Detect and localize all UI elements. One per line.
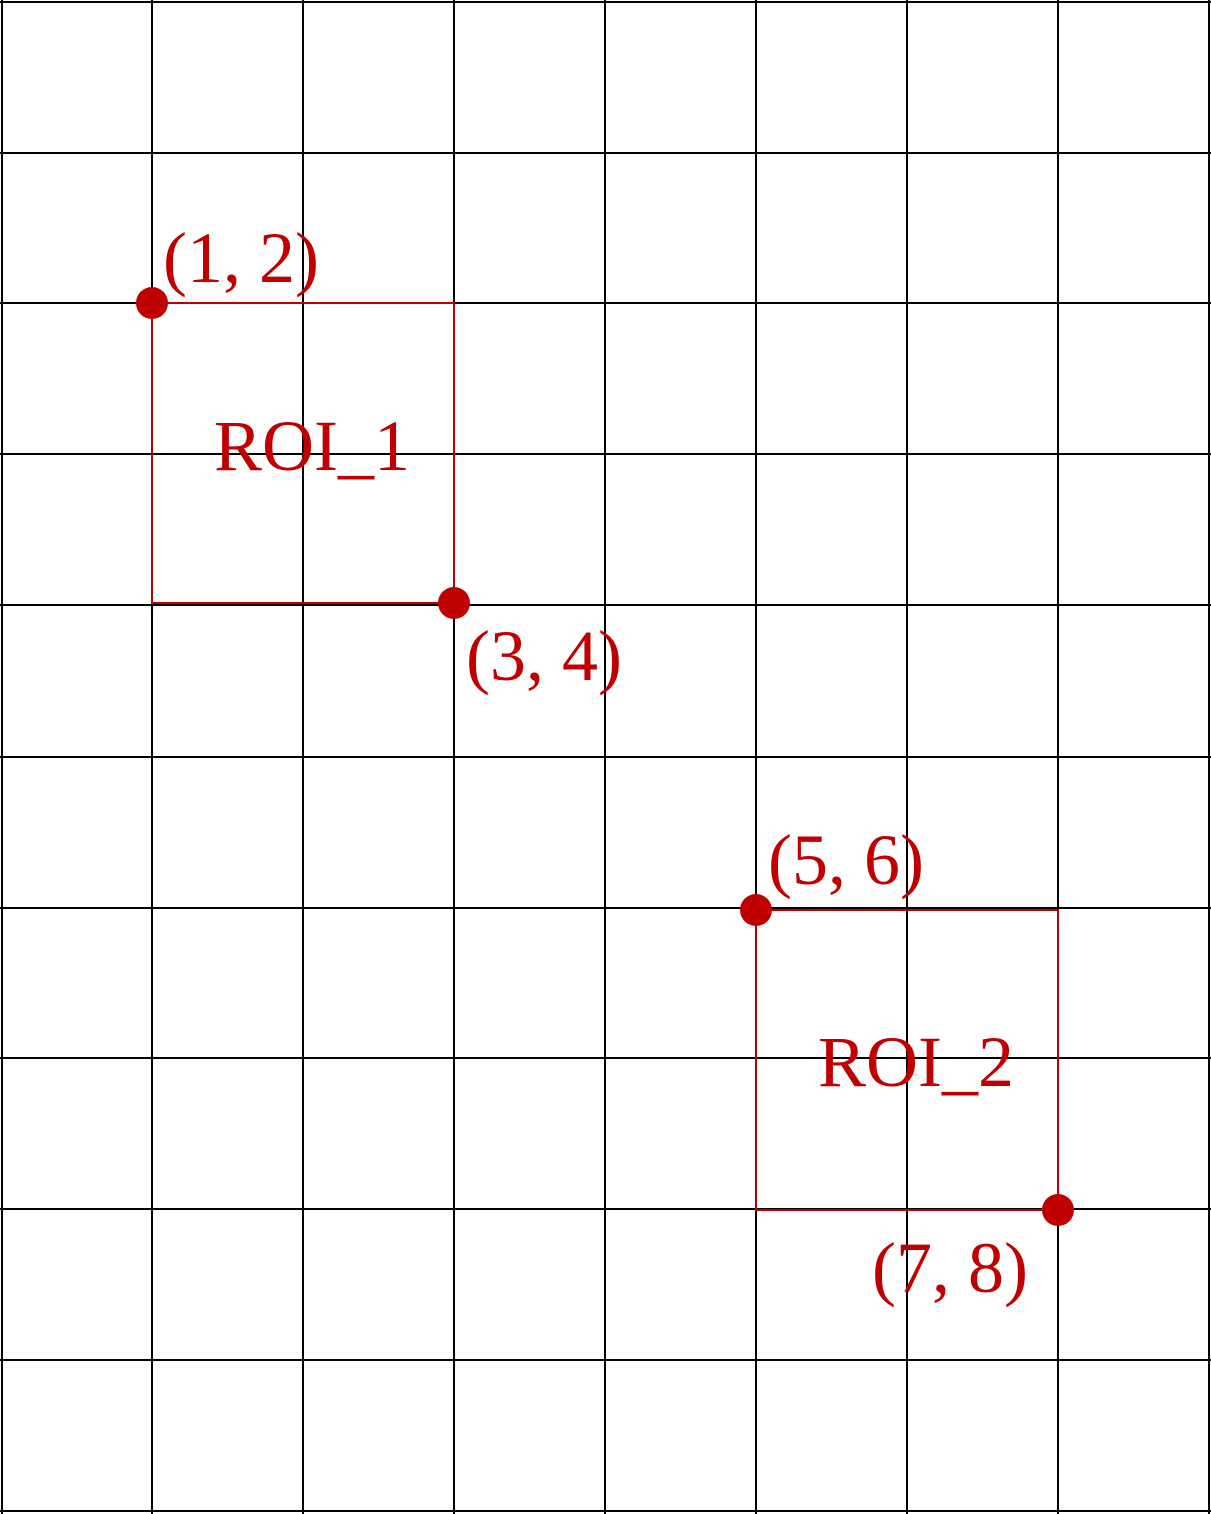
roi-2-top-left-coordinate: (5, 6) [768, 820, 924, 900]
roi-1-bottom-right-coordinate: (3, 4) [466, 616, 622, 696]
roi-2-bottom-right-marker [1042, 1194, 1074, 1226]
roi-2-rectangle [755, 909, 1059, 1211]
roi-1-top-left-coordinate: (1, 2) [163, 218, 319, 298]
roi-2-bottom-right-coordinate: (7, 8) [872, 1228, 1028, 1308]
roi-1-bottom-right-marker [438, 587, 470, 619]
roi-1-rectangle [151, 302, 455, 604]
roi-2: ROI_2 (5, 6) (7, 8) [740, 820, 1074, 1308]
roi-2-label: ROI_2 [818, 1022, 1014, 1102]
roi-1-label: ROI_1 [214, 406, 410, 486]
roi-2-top-left-marker [740, 894, 772, 926]
roi-1-top-left-marker [136, 287, 168, 319]
roi-1: ROI_1 (1, 2) (3, 4) [136, 218, 622, 696]
